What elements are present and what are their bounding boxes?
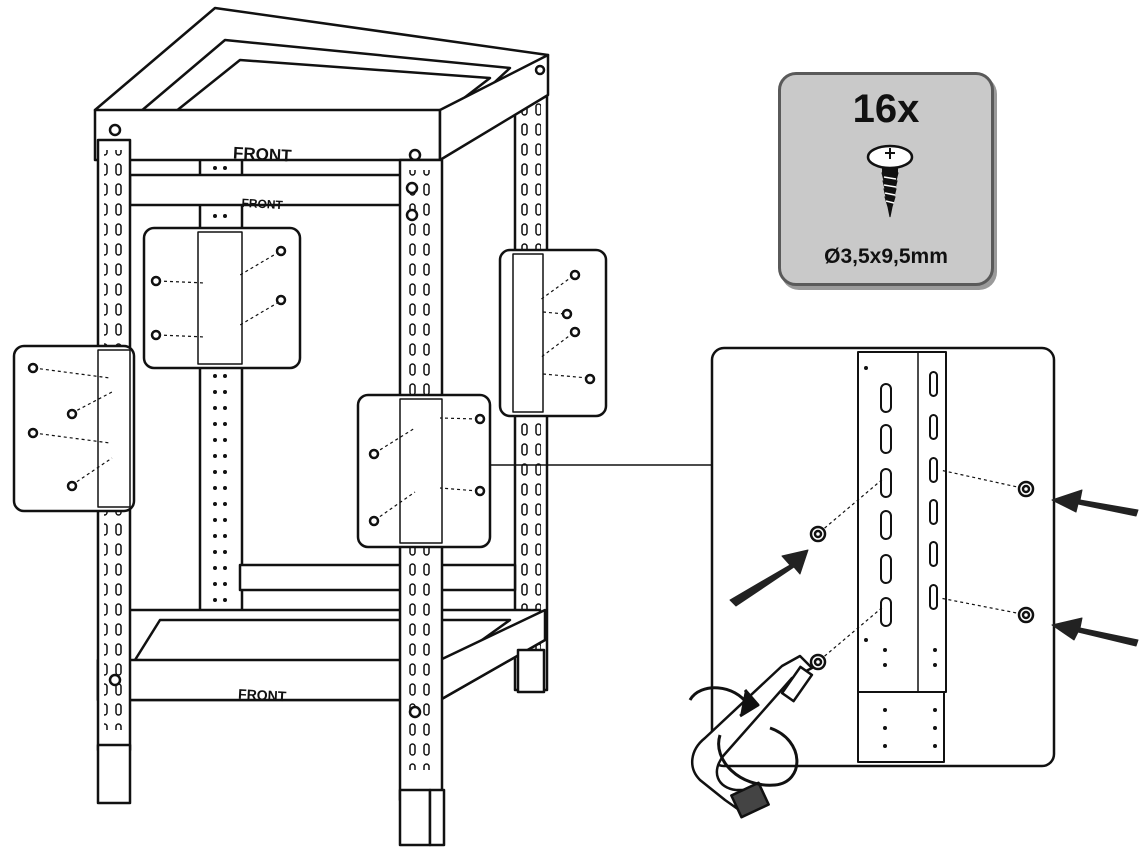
front-label-upper-bar: FRONT xyxy=(241,196,284,212)
push-arrow-icon xyxy=(1051,489,1139,517)
screw-head xyxy=(474,413,486,425)
hex-key-icon xyxy=(691,654,814,819)
foot-front-left xyxy=(96,743,132,805)
screw-head xyxy=(569,269,581,281)
detail-callout-front-right-post xyxy=(356,393,492,549)
screw-head xyxy=(66,408,78,420)
screw-head xyxy=(150,329,162,341)
screw-head xyxy=(584,373,596,385)
foot-front-right xyxy=(398,788,432,847)
screw-head xyxy=(561,308,573,320)
rotate-arrow-icon xyxy=(688,686,799,787)
detail-callout-front-left-post xyxy=(12,344,136,513)
detail-callout-rear-posts xyxy=(142,226,302,370)
screw-head xyxy=(150,275,162,287)
screw-head xyxy=(368,515,380,527)
screw-head xyxy=(368,448,380,460)
screw-head xyxy=(66,480,78,492)
push-arrow-icon xyxy=(1051,617,1139,647)
screw-head xyxy=(27,427,39,439)
screw-head xyxy=(569,326,581,338)
screw-head xyxy=(27,362,39,374)
screw-icon xyxy=(866,144,914,218)
screw-quantity: 16x xyxy=(852,87,920,131)
front-label-top: FRONT xyxy=(233,143,293,165)
front-label-bottom: FRONT xyxy=(238,686,287,705)
push-arrow-icon xyxy=(729,549,809,607)
screw-head xyxy=(275,294,287,306)
detail-callout-rear-right-post xyxy=(498,248,608,418)
screw-head xyxy=(474,485,486,497)
parts-box: 16x Ø3,5x9,5mm xyxy=(778,72,994,286)
screw-head xyxy=(275,245,287,257)
screw-size: Ø3,5x9,5mm xyxy=(824,245,948,268)
foot-rear-right xyxy=(516,648,546,694)
